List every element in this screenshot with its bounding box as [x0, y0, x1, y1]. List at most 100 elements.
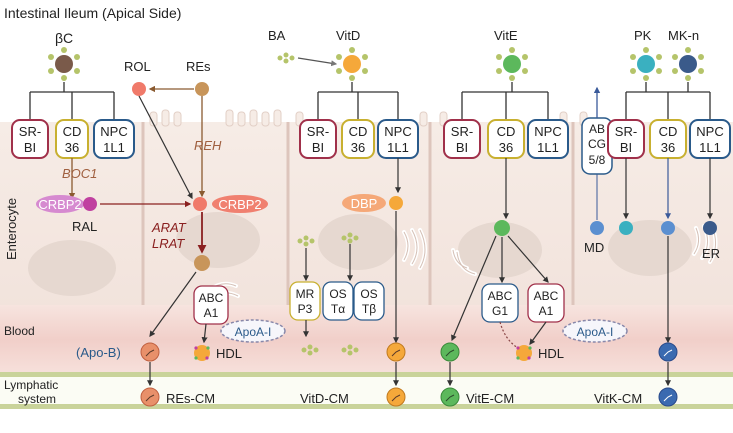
- svg-text:SR-: SR-: [451, 124, 473, 139]
- svg-text:Tα: Tα: [331, 302, 345, 316]
- receptor-npc1l1-3: NPC 1L1: [527, 119, 569, 159]
- svg-text:36: 36: [661, 140, 675, 155]
- molecule-res: [195, 82, 209, 96]
- transporter-mrp3: MR P3: [289, 281, 321, 321]
- receptor-cd36-3: CD 36: [487, 119, 525, 159]
- receptor-srbi-2: SR- BI: [299, 119, 337, 159]
- label-vitd: VitD: [336, 28, 360, 43]
- ba-cluster-blood-right: [341, 344, 359, 356]
- svg-text:MR: MR: [296, 287, 315, 301]
- svg-text:G1: G1: [492, 304, 508, 318]
- svg-text:5/8: 5/8: [589, 153, 606, 167]
- svg-text:36: 36: [499, 140, 513, 155]
- dbp: [342, 194, 386, 212]
- svg-text:BI: BI: [620, 140, 632, 155]
- svg-text:NPC: NPC: [696, 124, 723, 139]
- label-mkn: MK-n: [668, 28, 699, 43]
- svg-text:SR-: SR-: [615, 124, 637, 139]
- molecule-pk-cell: [619, 221, 633, 235]
- lymphatic-band: [0, 372, 733, 409]
- label-pk: PK: [634, 28, 652, 43]
- label-vite: VitE: [494, 28, 518, 43]
- svg-text:1L1: 1L1: [387, 140, 409, 155]
- svg-text:ABC: ABC: [488, 289, 513, 303]
- svg-text:P3: P3: [298, 302, 313, 316]
- svg-text:BI: BI: [456, 140, 468, 155]
- svg-text:SR-: SR-: [19, 124, 41, 139]
- transporter-abcg1: ABC G1: [481, 283, 519, 323]
- label-apob: (Apo-B): [76, 345, 121, 360]
- transporter-osta: OS Tα: [322, 281, 354, 321]
- chylomicron-res-lymph: [140, 387, 160, 407]
- molecule-ral: [83, 197, 97, 211]
- diagram-title: Intestinal Ileum (Apical Side): [4, 5, 181, 21]
- label-md: MD: [584, 240, 604, 255]
- enzyme-boc1: BOC1: [62, 166, 97, 181]
- molecule-rol: [132, 82, 146, 96]
- svg-text:1L1: 1L1: [699, 140, 721, 155]
- micelle-vite: [496, 47, 528, 81]
- crbp2-right: [212, 195, 268, 213]
- transporter-abca1-1: ABC A1: [193, 285, 229, 325]
- receptor-srbi-3: SR- BI: [443, 119, 481, 159]
- label-vitk-cm: VitK-CM: [594, 391, 642, 406]
- bile-acid-cluster: [277, 52, 295, 64]
- enzyme-lrat: LRAT: [152, 236, 185, 251]
- svg-text:NPC: NPC: [384, 124, 411, 139]
- ba-cluster-blood-left: [301, 344, 319, 356]
- apoai-right: [562, 319, 628, 343]
- ba-cluster-right: [341, 232, 359, 244]
- micelle-vitd: [336, 47, 368, 81]
- svg-text:NPC: NPC: [534, 124, 561, 139]
- svg-text:Tβ: Tβ: [362, 302, 376, 316]
- molecule-md: [590, 221, 604, 235]
- receptor-srbi-1: SR- BI: [11, 119, 49, 159]
- enzyme-arat: ARAT: [151, 220, 187, 235]
- svg-text:NPC: NPC: [100, 124, 127, 139]
- svg-text:OS: OS: [329, 287, 346, 301]
- chylomicron-vitk-lymph: [658, 387, 678, 407]
- micelle-pk: [630, 47, 662, 81]
- receptor-npc1l1-2: NPC 1L1: [377, 119, 419, 159]
- receptor-cd36-2: CD 36: [341, 119, 375, 159]
- svg-text:SR-: SR-: [307, 124, 329, 139]
- chylomicron-vitk-blood: [658, 342, 678, 362]
- molecule-mk-cell: [661, 221, 675, 235]
- micelle-mkn: [672, 47, 704, 81]
- svg-text:CD: CD: [349, 124, 368, 139]
- enterocyte-label: Enterocyte: [4, 198, 19, 260]
- transporter-ostb: OS Tβ: [353, 281, 385, 321]
- receptor-srbi-4: SR- BI: [607, 119, 645, 159]
- molecule-vitd-cell: [389, 196, 403, 210]
- receptor-npc1l1-1: NPC 1L1: [93, 119, 135, 159]
- svg-text:A1: A1: [204, 306, 219, 320]
- enzyme-reh: REH: [194, 138, 222, 153]
- label-ral: RAL: [72, 219, 97, 234]
- molecule-mkn-cell: [703, 221, 717, 235]
- label-ba: BA: [268, 28, 286, 43]
- crbp2-left-label: CRBP2: [38, 197, 81, 212]
- svg-text:1L1: 1L1: [103, 140, 125, 155]
- label-bc: βC: [55, 30, 73, 46]
- hdl-right: [516, 345, 532, 361]
- receptor-cd36-1: CD 36: [55, 119, 89, 159]
- apoai-right-label: ApoA-I: [577, 325, 614, 339]
- apoai-left-label: ApoA-I: [235, 325, 272, 339]
- ba-cluster-left: [297, 235, 315, 247]
- svg-text:36: 36: [65, 140, 79, 155]
- molecule-vite-cell: [494, 220, 510, 236]
- chylomicron-vitd-lymph: [386, 387, 406, 407]
- lymphatic-label-line1: Lymphatic: [4, 378, 58, 392]
- label-res: REs: [186, 59, 211, 74]
- svg-text:1L1: 1L1: [537, 140, 559, 155]
- receptor-npc1l1-4: NPC 1L1: [689, 119, 731, 159]
- crbp2-right-label: CRBP2: [218, 197, 261, 212]
- svg-text:CD: CD: [497, 124, 516, 139]
- svg-text:OS: OS: [360, 287, 377, 301]
- svg-text:BI: BI: [24, 140, 36, 155]
- label-vite-cm: VitE-CM: [466, 391, 514, 406]
- svg-text:A1: A1: [539, 304, 554, 318]
- dbp-label: DBP: [351, 196, 378, 211]
- transporter-abcg58: AB CG 5/8: [581, 117, 613, 175]
